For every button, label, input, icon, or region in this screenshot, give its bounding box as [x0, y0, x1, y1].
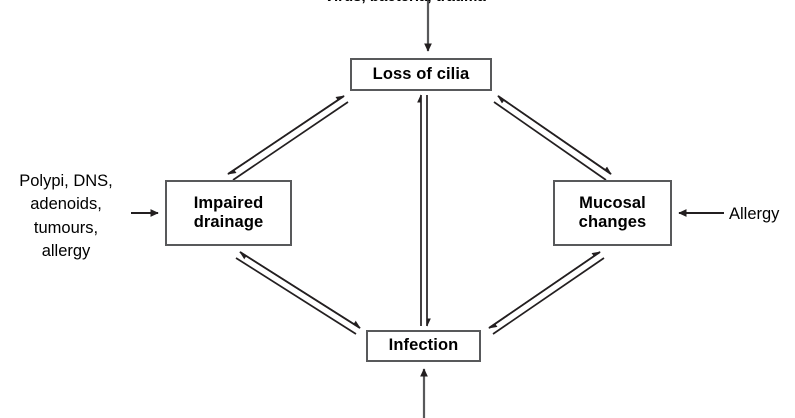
node-infection-label: Infection: [388, 336, 459, 355]
connector-cilia-infection: [417, 94, 431, 327]
connector-cilia-mucosal: [493, 95, 612, 181]
connector-cilia-drainage: [227, 95, 349, 181]
connector-drainage-infection: [235, 251, 361, 335]
node-mucosal-changes-label: Mucosal changes: [578, 193, 647, 231]
top-causes-label: Virus, bacteria, trauma: [255, 0, 555, 7]
connector-mucosal-infection: [488, 251, 605, 335]
node-mucosal-changes: Mucosal changes: [553, 180, 672, 246]
node-loss-of-cilia-label: Loss of cilia: [372, 64, 470, 83]
allergy-label: Allergy: [729, 205, 780, 223]
node-impaired-drainage: Impaired drainage: [165, 180, 292, 246]
left-causes-label: Polypi, DNS, adenoids, tumours, allergy: [19, 172, 113, 261]
node-impaired-drainage-label: Impaired drainage: [193, 193, 264, 231]
node-infection: Infection: [366, 330, 481, 362]
node-loss-of-cilia: Loss of cilia: [350, 58, 492, 91]
